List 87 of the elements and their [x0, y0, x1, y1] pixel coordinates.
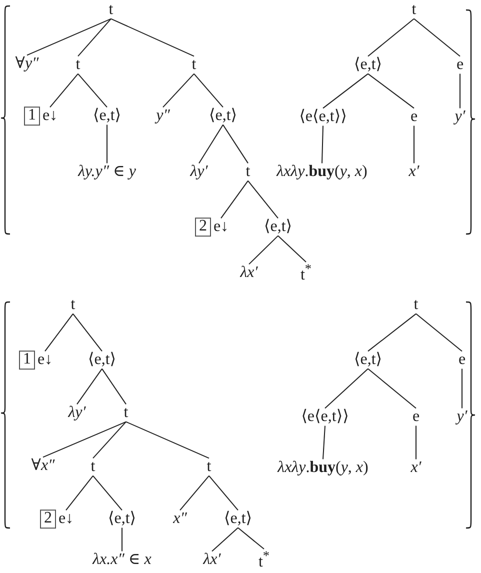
tree-node-label: ⟨e,t⟩: [92, 107, 122, 125]
tree-branch-line: [92, 475, 122, 511]
tree-node-label: t: [90, 458, 96, 476]
tree-branch-line: [106, 124, 108, 164]
tree-branch-line: [208, 475, 238, 511]
tree-node-label: λx′: [203, 551, 221, 569]
boxed-number: 1: [24, 106, 40, 126]
tree-node-label: e↓: [42, 107, 58, 125]
tree-node-label: λy′: [68, 404, 86, 422]
tree-node-label: x′: [408, 163, 420, 181]
tree-node-label: ⟨e,t⟩: [88, 351, 116, 369]
tree-node-label: ⟨e,t⟩: [108, 510, 136, 528]
tree-node-label: λx′: [240, 264, 258, 282]
tree-node-label: y′: [454, 108, 466, 126]
boxed-number: 1: [19, 350, 35, 370]
tree-branch-line: [76, 368, 102, 405]
tree-node-label: t: [412, 1, 416, 19]
tree-node-label: t: [192, 56, 196, 74]
tree-branch-line: [42, 421, 126, 458]
tree-node-label: t: [124, 404, 128, 422]
tree-branch-line: [212, 527, 238, 552]
tree-node-label: t$^{*}$: [300, 262, 312, 284]
tree-branch-line: [416, 313, 462, 352]
tree-branch-line: [322, 125, 324, 164]
tree-branch-line: [162, 73, 194, 108]
tree-branch-line: [324, 368, 368, 409]
tree-node-label: ⟨e,t⟩: [354, 351, 382, 369]
tree-branch-line: [72, 313, 102, 352]
boxed-number: 2: [195, 218, 211, 236]
tree-branch-line: [222, 124, 248, 164]
tree-node-label: x′: [410, 459, 422, 477]
tree-node-label: ⟨e,t⟩: [208, 107, 238, 125]
tree-node-label: e↓: [58, 510, 74, 528]
tree-node-label: λy.y″ ∈ y: [78, 163, 136, 181]
tree-branch-line: [278, 235, 306, 263]
tree-node-label: y′: [456, 408, 468, 426]
tree-node-label: t: [246, 163, 250, 181]
tree-node-label: e: [458, 351, 466, 369]
tree-branch-line: [66, 475, 94, 511]
tree-node-label: ∀y″: [15, 55, 39, 73]
tree-node-label: t: [414, 296, 418, 314]
tree-node-label: t: [70, 296, 76, 314]
tree-node-label: λx.x″ ∈ x: [92, 551, 152, 569]
tree-branch-line: [248, 235, 278, 265]
tree-branch-line: [180, 475, 210, 511]
tree-branch-line: [126, 421, 210, 459]
tree-branch-line: [238, 527, 264, 550]
tree-node-label: t$^{*}$: [258, 549, 270, 571]
tree-branch-line: [322, 73, 368, 109]
tree-node-label: y″: [156, 107, 170, 125]
tree-node-label: ⟨e,t⟩: [264, 218, 292, 236]
tree-branch-line: [78, 18, 112, 57]
tree-node-label: x″: [173, 510, 187, 528]
tree-branch-line: [322, 425, 326, 460]
tree-branch-line: [368, 73, 414, 109]
tree-node-label: t: [108, 1, 114, 19]
tree-branch-line: [368, 368, 416, 409]
tree-node-label: ⟨e,t⟩: [354, 56, 382, 74]
tree-node-label: ⟨e⟨e,t⟩⟩: [299, 108, 347, 126]
tree-branch-line: [198, 124, 224, 164]
tree-node-label: λxλy.buy(y, x): [276, 163, 368, 181]
tree-node-label: λy′: [190, 163, 208, 181]
tree-branch-line: [26, 18, 112, 56]
tree-branch-line: [220, 180, 248, 219]
tree-node-label: ∀x″: [31, 457, 55, 475]
tree-branch-line: [102, 368, 126, 405]
tree-branch-line: [368, 313, 416, 352]
tree-branch-line: [194, 73, 224, 108]
tree-node-label: ⟨e⟨e,t⟩⟩: [301, 408, 349, 426]
tree-branch-line: [78, 73, 108, 108]
tree-node-label: ⟨e,t⟩: [224, 510, 252, 528]
tree-node-label: e: [412, 408, 420, 426]
tree-branch-line: [92, 421, 126, 459]
tree-node-label: e: [456, 56, 464, 74]
tree-node-label: e↓: [213, 218, 229, 236]
tree-branch-line: [248, 180, 278, 219]
tree-node-label: e↓: [37, 351, 53, 369]
tree-branch-line: [110, 18, 194, 57]
tree-node-label: t: [76, 56, 80, 74]
tree-branch-line: [50, 73, 78, 108]
tree-branch-line: [368, 18, 414, 57]
tree-branch-line: [44, 313, 74, 352]
boxed-number: 2: [40, 510, 56, 528]
tree-branch-line: [414, 18, 460, 57]
tree-node-label: t: [206, 458, 212, 476]
tree-node-label: e: [410, 108, 418, 126]
tree-node-label: λxλy.buy(y, x): [278, 459, 368, 477]
